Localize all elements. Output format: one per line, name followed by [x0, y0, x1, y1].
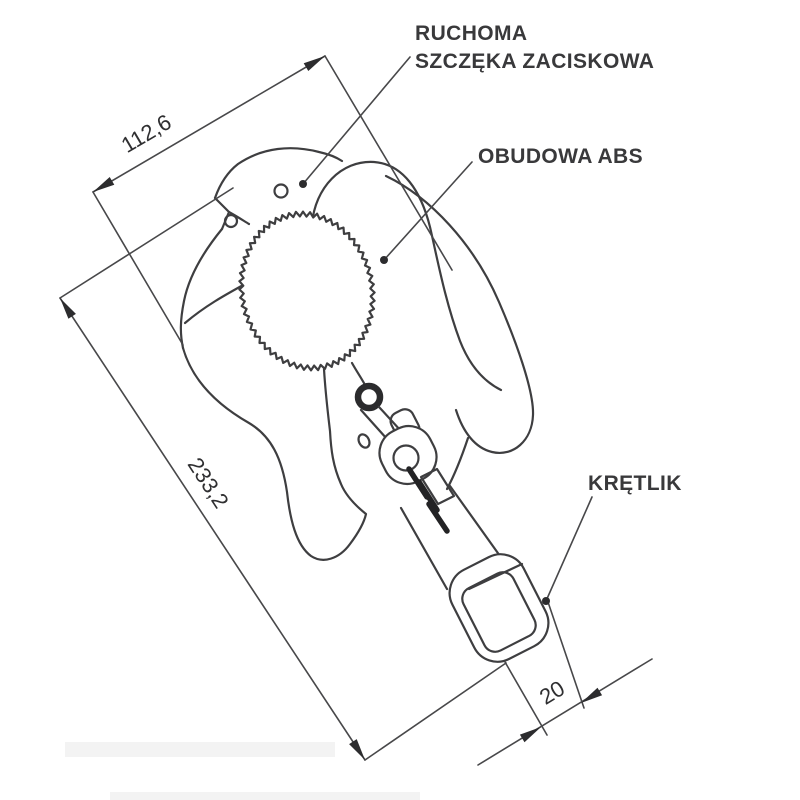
dimension-line-233	[59, 297, 366, 761]
label-housing: OBUDOWA ABS	[478, 145, 643, 168]
extension-line-233-bottom	[364, 662, 507, 761]
label-movable-jaw-line1: RUCHOMA	[415, 22, 527, 45]
leaders	[299, 56, 593, 605]
hook-shaft-right	[448, 484, 507, 565]
pivot-bolt	[354, 382, 384, 412]
label-swivel: KRĘTLIK	[588, 472, 682, 495]
movable-jaw-teeth	[238, 210, 376, 372]
swivel-body	[448, 553, 550, 663]
extension-line-112-right	[324, 55, 453, 271]
dimension-value-20: 20	[535, 676, 569, 710]
fork-left-edge	[359, 408, 389, 441]
housing-handle-lobe	[181, 346, 368, 561]
leader-dot-movable-jaw	[299, 180, 307, 188]
gate-lever-stripe-2	[416, 479, 440, 513]
clamp-drawing	[179, 147, 550, 663]
housing-left-edge	[179, 227, 224, 350]
arrowhead-icon	[581, 687, 603, 703]
arrowhead-icon	[60, 298, 76, 319]
leader-swivel	[545, 496, 593, 602]
extension-line-112-left	[92, 191, 184, 346]
housing-hole-small-1	[273, 183, 289, 199]
scan-artifact	[65, 742, 335, 757]
extension-line-233-top	[59, 187, 234, 299]
arrowhead-icon	[349, 739, 365, 760]
arrowhead-icon	[519, 727, 541, 743]
housing-lobe-tail	[445, 436, 470, 491]
extension-line-20-right	[547, 601, 585, 709]
leader-housing	[383, 161, 473, 261]
label-movable-jaw-line2: SZCZĘKA ZACISKOWA	[415, 50, 654, 73]
housing-right-lobe	[384, 174, 535, 455]
hook-shaft-left	[399, 506, 449, 591]
snap-hook-eye	[392, 444, 420, 472]
gate-lever-stripe-3	[426, 501, 450, 534]
dimension-line-112	[92, 55, 326, 193]
swivel-band	[467, 562, 524, 591]
swivel-opening	[461, 571, 537, 653]
housing-inner-seam-2	[227, 210, 251, 226]
dimension-value-233: 233,2	[183, 453, 234, 513]
housing-inner-seam-1	[183, 282, 247, 325]
gate-lever-outline	[419, 467, 456, 506]
leader-dot-housing	[380, 256, 388, 264]
dimension-value-112: 112,6	[117, 109, 176, 158]
jaw-cover-arc	[310, 160, 503, 392]
arrowhead-icon	[93, 177, 115, 192]
scan-artifact	[110, 792, 420, 800]
housing-hole-small-2	[223, 213, 239, 229]
callout-labels: RUCHOMA SZCZĘKA ZACISKOWA OBUDOWA ABS KR…	[415, 22, 682, 495]
gate-pin	[357, 433, 371, 449]
leader-movable-jaw	[302, 56, 411, 185]
housing-head-top-edge	[213, 147, 344, 200]
dimension-line-20	[477, 658, 653, 766]
extension-line-20-left	[504, 661, 548, 736]
arrowhead-icon	[303, 56, 325, 71]
snap-hook-head	[378, 424, 438, 486]
neck-seam	[350, 361, 367, 387]
leader-dot-swivel	[542, 597, 550, 605]
